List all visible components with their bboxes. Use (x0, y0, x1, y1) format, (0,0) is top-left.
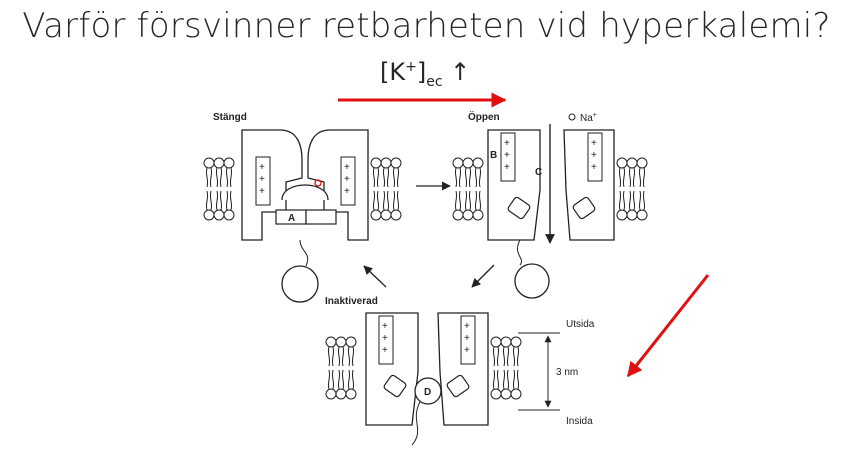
conc-subscript: ec (426, 73, 443, 90)
state-closed-label: Stängd (213, 112, 247, 123)
svg-text:+: + (259, 162, 265, 173)
conc-base: [K (380, 58, 406, 86)
svg-text:+: + (591, 138, 597, 149)
svg-text:+: + (464, 321, 470, 332)
svg-text:+: + (591, 150, 597, 161)
lipid-left-closed (203, 157, 235, 221)
svg-text:+: + (382, 333, 388, 344)
potassium-concentration-label: [K+]ec ↑ (380, 58, 470, 90)
svg-text:+: + (382, 345, 388, 356)
lipid-left-inactivated (325, 336, 357, 400)
lipid-right-closed (370, 157, 402, 221)
lipid-left-open (452, 157, 484, 221)
state-open-label: Öppen (468, 110, 500, 123)
svg-text:+: + (344, 186, 350, 197)
svg-text:+: + (382, 321, 388, 332)
conc-close: ] (416, 58, 427, 86)
svg-text:+: + (259, 174, 265, 185)
svg-text:+: + (504, 138, 510, 149)
svg-text:+: + (259, 186, 265, 197)
thickness-label: 3 nm (556, 367, 578, 378)
svg-text:+: + (504, 162, 510, 173)
red-arrow-right (626, 274, 710, 378)
open-channel: Öppen Na+ +++ +++ B C (452, 110, 648, 299)
svg-text:+: + (464, 345, 470, 356)
conc-charge: + (405, 59, 417, 75)
label-b: B (490, 150, 497, 161)
closed-channel: Stängd +++ +++ A (203, 112, 402, 303)
slide-title: Varför försvinner retbarheten vid hyperk… (22, 6, 831, 46)
lipid-right-open (616, 157, 648, 221)
svg-text:+: + (504, 150, 510, 161)
svg-text:+: + (344, 174, 350, 185)
label-d: D (424, 387, 431, 398)
label-a: A (288, 213, 295, 224)
svg-text:+: + (464, 333, 470, 344)
inactivated-channel: Inaktiverad +++ +++ D Utsida 3 nm (325, 296, 595, 446)
svg-text:+: + (591, 162, 597, 173)
outside-label: Utsida (566, 319, 595, 330)
ion-sodium-label: Na+ (580, 112, 597, 124)
inside-label: Insida (566, 416, 593, 427)
label-c: C (535, 167, 542, 178)
lipid-right-inactivated (490, 336, 522, 400)
state-inactivated-label: Inaktiverad (325, 296, 378, 307)
svg-text:+: + (344, 162, 350, 173)
up-arrow-icon: ↑ (450, 58, 471, 86)
